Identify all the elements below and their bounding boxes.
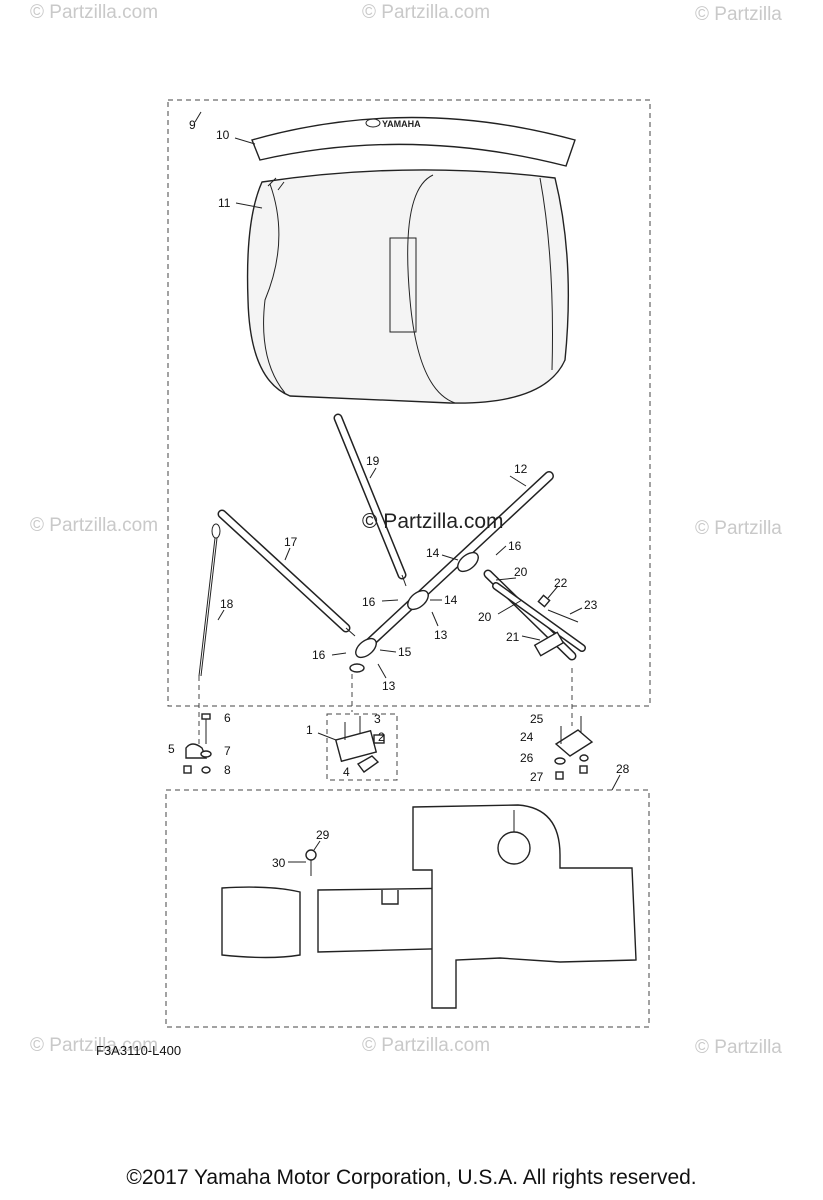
callout-1: 1 xyxy=(306,723,313,737)
callout-4: 4 xyxy=(343,765,350,779)
callout-15: 15 xyxy=(398,645,412,659)
hardware-5-8 xyxy=(183,713,212,774)
callout-21: 21 xyxy=(506,630,520,644)
bracket-box xyxy=(326,713,398,781)
leader-lines xyxy=(194,111,621,863)
poles-20-21 xyxy=(483,569,586,661)
cover-strap: YAMAHA xyxy=(251,116,576,167)
callout-26: 26 xyxy=(520,751,534,765)
callout-12: 12 xyxy=(514,462,528,476)
callout-3: 3 xyxy=(374,712,381,726)
callout-8: 8 xyxy=(224,763,231,777)
cover-logo: YAMAHA xyxy=(382,119,421,129)
callout-13a: 13 xyxy=(434,628,448,642)
callout-16b: 16 xyxy=(362,595,376,609)
callout-11: 11 xyxy=(218,196,231,210)
callouts: 1 2 3 4 5 6 7 8 9 10 11 12 13 13 14 14 1… xyxy=(168,118,630,870)
callout-17: 17 xyxy=(284,535,298,549)
callout-10: 10 xyxy=(216,128,230,142)
callout-7: 7 xyxy=(224,744,231,758)
diagram-code: F3A3110-L400 xyxy=(96,1043,182,1058)
bracket-1-4 xyxy=(334,716,385,773)
callout-14a: 14 xyxy=(426,546,440,560)
assembly-box-9 xyxy=(167,99,651,707)
callout-20b: 20 xyxy=(478,610,492,624)
pole-12 xyxy=(357,471,554,655)
watermark-bottom-left: © Partzilla.com xyxy=(30,1035,159,1056)
watermark-middle-right: © Partzilla xyxy=(695,518,782,539)
deck-mat xyxy=(221,804,637,1009)
watermark-top-right: © Partzilla xyxy=(695,4,782,25)
watermark-top-left: © Partzilla.com xyxy=(30,2,159,23)
callout-28: 28 xyxy=(616,762,630,776)
callout-5: 5 xyxy=(168,742,175,756)
watermark-bottom-center: © Partzilla.com xyxy=(362,1035,491,1056)
callout-18: 18 xyxy=(220,597,234,611)
strap-18 xyxy=(198,523,221,677)
callout-16c: 16 xyxy=(312,648,326,662)
callout-27: 27 xyxy=(530,770,544,784)
pole-17 xyxy=(217,509,356,637)
callout-25: 25 xyxy=(530,712,544,726)
callout-14b: 14 xyxy=(444,593,458,607)
partzilla-watermark: © Partzilla.com xyxy=(362,510,504,533)
copyright-notice: ©2017 Yamaha Motor Corporation, U.S.A. A… xyxy=(126,1166,697,1189)
callout-2: 2 xyxy=(378,730,385,744)
bimini-canvas xyxy=(246,169,570,404)
watermark-top-center: © Partzilla.com xyxy=(362,2,491,23)
callout-22: 22 xyxy=(554,576,568,590)
callout-30: 30 xyxy=(272,856,286,870)
callout-6: 6 xyxy=(224,711,231,725)
callout-24: 24 xyxy=(520,730,534,744)
callout-29: 29 xyxy=(316,828,330,842)
watermark-bottom-right: © Partzilla xyxy=(695,1037,782,1058)
pole-19 xyxy=(333,413,407,587)
callout-20a: 20 xyxy=(514,565,528,579)
watermark-middle-left: © Partzilla.com xyxy=(30,515,159,536)
hardware-24-27 xyxy=(554,716,594,780)
callout-16a: 16 xyxy=(508,539,522,553)
callout-19: 19 xyxy=(366,454,380,468)
pole-joints xyxy=(349,551,479,673)
callout-23: 23 xyxy=(584,598,598,612)
callout-13b: 13 xyxy=(382,679,396,693)
callout-9: 9 xyxy=(189,118,196,132)
